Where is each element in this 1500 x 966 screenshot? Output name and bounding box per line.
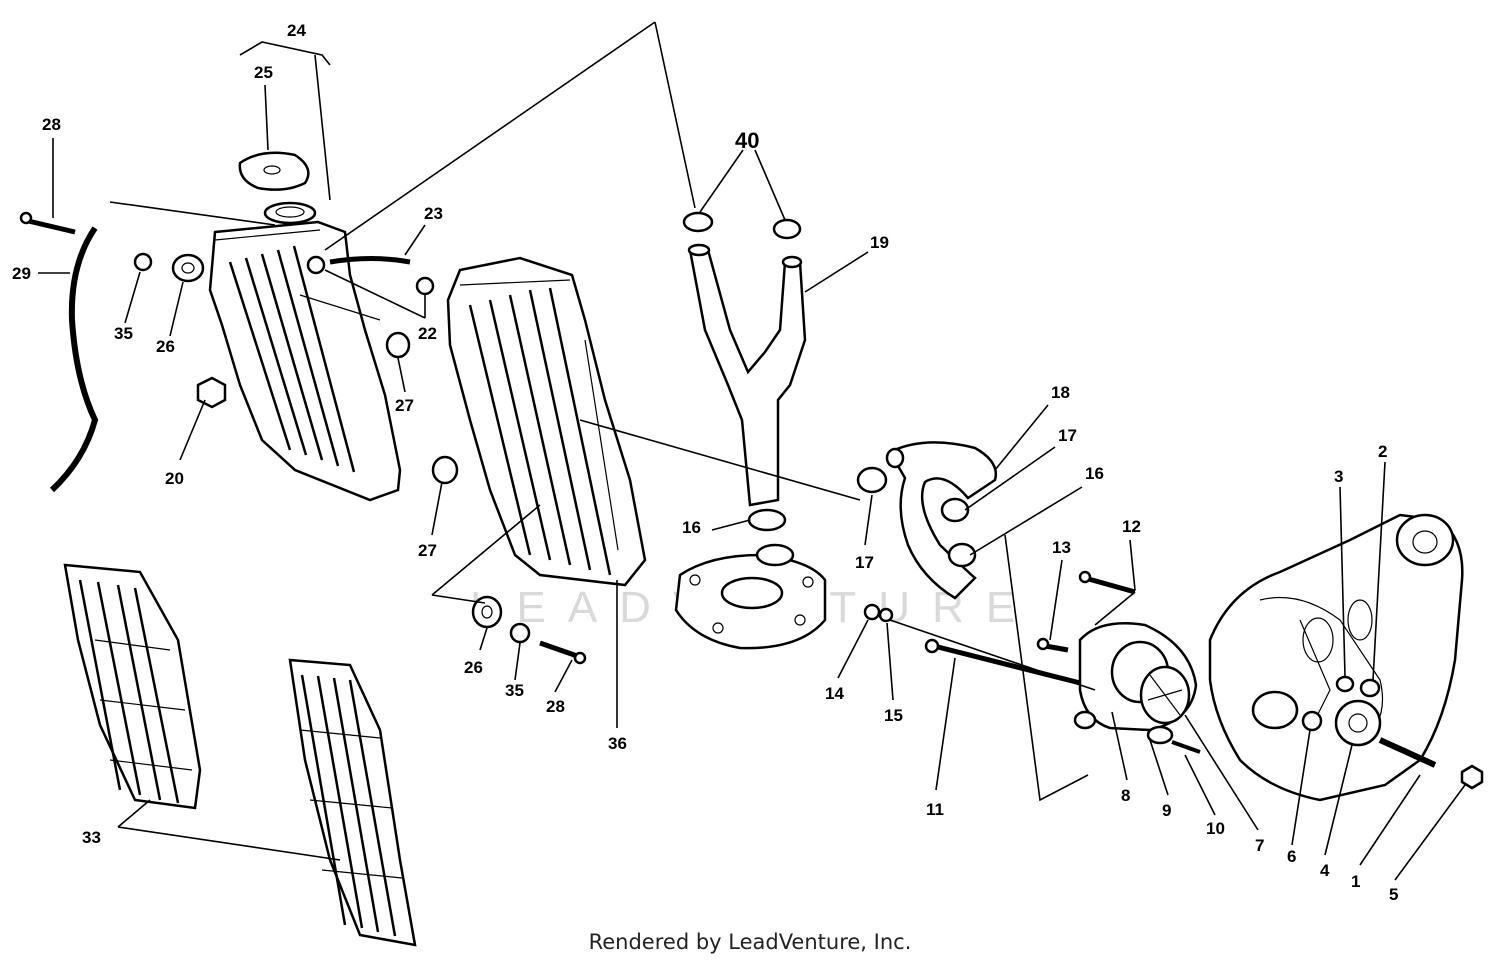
callout-40: 40 [735, 128, 759, 153]
callout-17: 17 [855, 553, 874, 572]
pump-bolt[interactable] [1078, 570, 1136, 595]
hose-clamp[interactable] [306, 255, 326, 275]
impeller[interactable] [1139, 665, 1191, 725]
pump-bolt[interactable] [1036, 637, 1069, 653]
leader-lines [38, 21, 1466, 881]
callout-28: 28 [546, 697, 565, 716]
radiator-bolt[interactable] [431, 455, 459, 485]
hose-clamp[interactable] [772, 218, 802, 240]
radiator-shroud-left[interactable] [63, 563, 202, 810]
pump-shaft[interactable] [1171, 740, 1201, 754]
gasket-ring[interactable] [1359, 678, 1381, 698]
hose-clamp[interactable] [747, 508, 787, 532]
cylinder-head[interactable] [674, 543, 827, 650]
radiator-cap-filler-neck [263, 201, 317, 225]
callout-33: 33 [82, 828, 101, 847]
callout-1: 1 [1351, 872, 1360, 891]
callout-13: 13 [1052, 538, 1071, 557]
callout-17: 17 [1058, 426, 1077, 445]
sealing-washer[interactable] [878, 607, 894, 623]
callout-6: 6 [1287, 847, 1296, 866]
drain-bolt[interactable] [863, 603, 881, 621]
callout-9: 9 [1162, 801, 1171, 820]
hex-nut[interactable] [196, 376, 227, 409]
callout-27: 27 [418, 541, 437, 560]
callout-28: 28 [42, 115, 61, 134]
callout-8: 8 [1121, 786, 1130, 805]
washer[interactable] [509, 622, 531, 644]
callout-25: 25 [254, 63, 273, 82]
callout-10: 10 [1206, 819, 1225, 838]
grommet[interactable] [471, 595, 503, 629]
hex-nut[interactable] [1460, 764, 1484, 790]
grommet[interactable] [171, 253, 205, 283]
callout-26: 26 [464, 658, 483, 677]
y-hose[interactable] [687, 243, 807, 507]
callout-24: 24 [287, 21, 306, 40]
oil-seal[interactable] [1301, 710, 1323, 732]
overflow-hose[interactable] [49, 226, 99, 493]
callout-7: 7 [1255, 836, 1264, 855]
hose-clamp[interactable] [947, 542, 977, 568]
callout-15: 15 [884, 706, 903, 725]
callout-23: 23 [424, 204, 443, 223]
lower-hose[interactable] [885, 441, 998, 600]
hose-clamp[interactable] [682, 211, 714, 233]
mounting-bolt[interactable] [539, 640, 587, 665]
callout-22: 22 [418, 324, 437, 343]
callout-35: 35 [505, 681, 524, 700]
dowel-pin[interactable] [1335, 675, 1355, 693]
callout-11: 11 [926, 800, 944, 819]
callout-labels: 24 25 28 29 35 26 23 22 27 20 40 19 18 1… [12, 21, 1398, 904]
washer[interactable] [133, 252, 153, 272]
left-radiator[interactable] [208, 220, 402, 502]
footer-credit: Rendered by LeadVenture, Inc. [588, 930, 912, 954]
radiator-cap[interactable] [238, 151, 310, 191]
callout-35: 35 [114, 324, 133, 343]
callout-18: 18 [1051, 383, 1070, 402]
radiator-shroud-right[interactable] [288, 658, 417, 947]
pump-seal[interactable] [1146, 725, 1174, 745]
callout-3: 3 [1334, 467, 1343, 486]
callout-12: 12 [1122, 517, 1141, 536]
callout-36: 36 [608, 734, 627, 753]
right-radiator[interactable] [446, 256, 647, 587]
callout-16: 16 [682, 518, 701, 537]
callout-2: 2 [1378, 442, 1387, 461]
callout-27: 27 [395, 396, 414, 415]
hose-clamp[interactable] [856, 466, 888, 494]
callout-29: 29 [12, 264, 31, 283]
callout-19: 19 [870, 233, 889, 252]
drive-gear[interactable] [1334, 699, 1382, 747]
callout-26: 26 [156, 337, 175, 356]
long-bolt[interactable] [924, 638, 1101, 691]
connecting-hose[interactable] [329, 256, 411, 265]
pump-drive-shaft[interactable] [1378, 737, 1437, 768]
callout-4: 4 [1320, 861, 1330, 880]
radiator-bolt[interactable] [385, 331, 411, 359]
crankcase-cover[interactable] [1208, 513, 1464, 802]
mounting-bolt[interactable] [19, 211, 76, 235]
callout-14: 14 [825, 684, 844, 703]
callout-16: 16 [1085, 464, 1104, 483]
hose-clamp[interactable] [415, 276, 435, 296]
callout-20: 20 [165, 469, 184, 488]
hose-clamp[interactable] [940, 497, 970, 523]
callout-5: 5 [1389, 885, 1398, 904]
